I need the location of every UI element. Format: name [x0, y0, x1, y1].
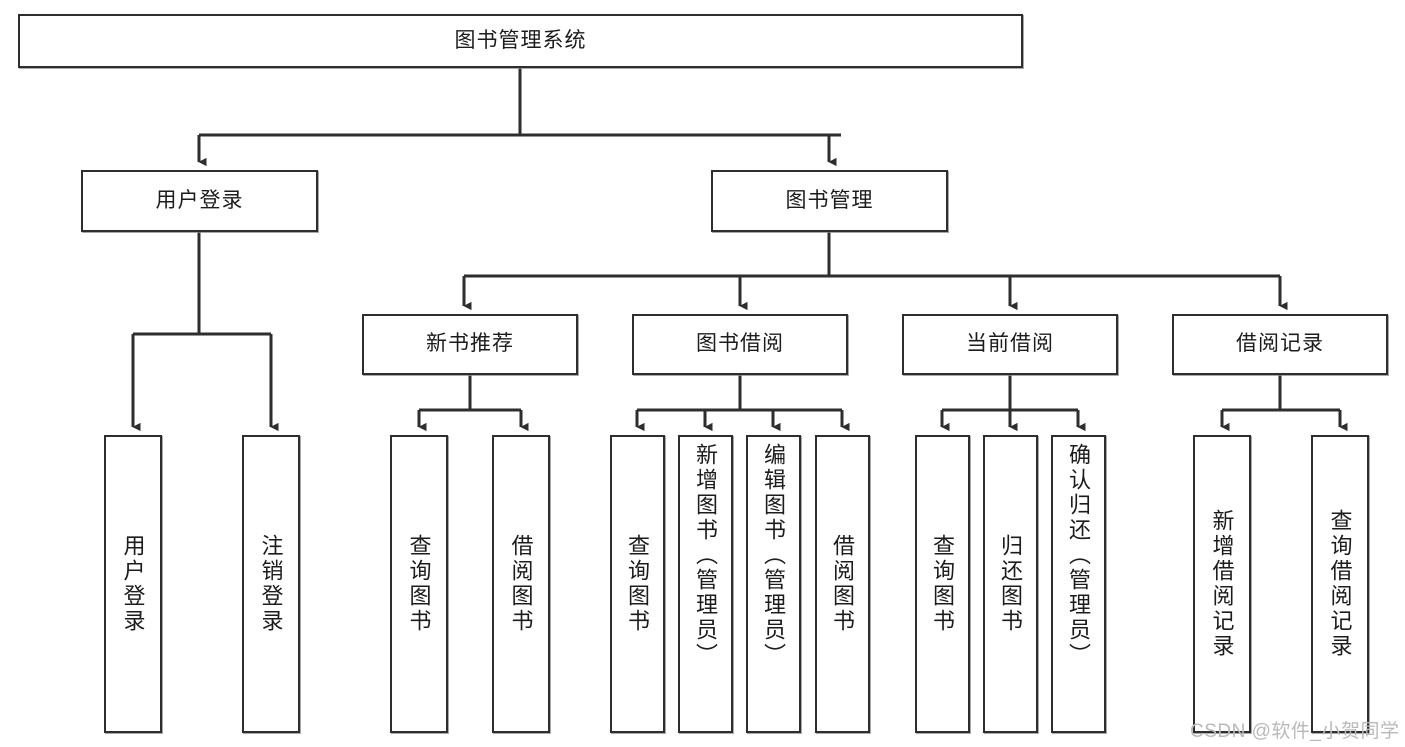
node-leaf-query-borrow-record[interactable]: 查询借阅记录 — [1311, 435, 1369, 733]
node-current-borrow-label: 当前借阅 — [966, 332, 1054, 356]
node-user-login[interactable]: 用户登录 — [81, 170, 318, 232]
node-new-book-recommend[interactable]: 新书推荐 — [362, 314, 578, 375]
node-leaf-user-login-label: 用户登录 — [120, 534, 146, 634]
node-book-borrow[interactable]: 图书借阅 — [632, 314, 848, 375]
node-book-borrow-label: 图书借阅 — [696, 332, 784, 356]
node-leaf-confirm-return-admin[interactable]: 确认归还（管理员） — [1051, 435, 1106, 733]
node-leaf-edit-book-admin-label: 编辑图书（管理员） — [761, 443, 787, 668]
node-current-borrow[interactable]: 当前借阅 — [902, 314, 1118, 375]
node-leaf-borrow-book[interactable]: 借阅图书 — [815, 435, 870, 733]
node-root-book-management-system[interactable]: 图书管理系统 — [18, 14, 1023, 68]
node-leaf-add-borrow-record[interactable]: 新增借阅记录 — [1193, 435, 1251, 733]
node-leaf-add-book-admin[interactable]: 新增图书（管理员） — [678, 435, 733, 733]
node-leaf-add-book-admin-label: 新增图书（管理员） — [693, 443, 719, 668]
node-leaf-query-book-current[interactable]: 查询图书 — [915, 435, 970, 733]
node-leaf-query-book-recommend[interactable]: 查询图书 — [390, 435, 448, 733]
node-new-book-recommend-label: 新书推荐 — [426, 332, 514, 356]
node-leaf-query-borrow-record-label: 查询借阅记录 — [1327, 509, 1353, 659]
node-leaf-query-book-recommend-label: 查询图书 — [406, 534, 432, 634]
node-leaf-confirm-return-admin-label: 确认归还（管理员） — [1066, 443, 1092, 668]
node-borrow-record[interactable]: 借阅记录 — [1172, 314, 1388, 375]
node-leaf-return-book[interactable]: 归还图书 — [983, 435, 1038, 733]
node-borrow-record-label: 借阅记录 — [1236, 332, 1324, 356]
node-leaf-borrow-book-label: 借阅图书 — [830, 534, 856, 634]
node-leaf-query-book-borrow[interactable]: 查询图书 — [610, 435, 665, 733]
node-leaf-logout-label: 注销登录 — [258, 534, 284, 634]
node-leaf-user-login[interactable]: 用户登录 — [104, 435, 162, 733]
node-leaf-borrow-book-recommend-label: 借阅图书 — [508, 534, 534, 634]
node-leaf-edit-book-admin[interactable]: 编辑图书（管理员） — [746, 435, 801, 733]
node-leaf-add-borrow-record-label: 新增借阅记录 — [1209, 509, 1235, 659]
node-leaf-borrow-book-recommend[interactable]: 借阅图书 — [492, 435, 550, 733]
node-leaf-query-book-current-label: 查询图书 — [930, 534, 956, 634]
node-leaf-logout[interactable]: 注销登录 — [242, 435, 300, 733]
node-root-label: 图书管理系统 — [454, 28, 587, 52]
csdn-watermark: CSDN @软件_小贺同学 — [1190, 721, 1400, 742]
node-leaf-return-book-label: 归还图书 — [998, 534, 1024, 634]
node-user-login-label: 用户登录 — [155, 188, 244, 212]
node-book-management[interactable]: 图书管理 — [711, 170, 948, 232]
node-book-management-label: 图书管理 — [785, 188, 874, 212]
node-leaf-query-book-borrow-label: 查询图书 — [625, 534, 651, 634]
